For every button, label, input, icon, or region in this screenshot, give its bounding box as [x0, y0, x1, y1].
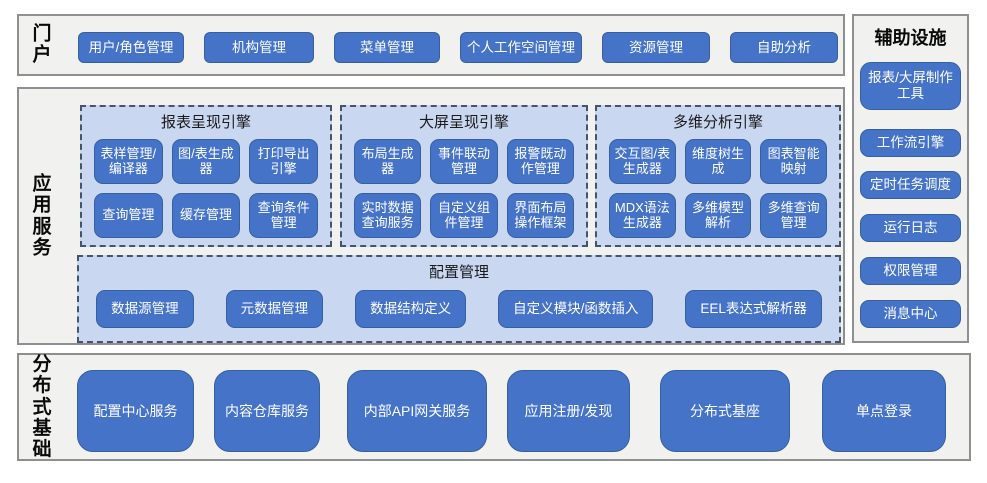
realtime-data-query-service-block: 实时数据查询服务	[354, 193, 422, 238]
panel-block-grid: 布局生成器 事件联动管理 报警既动作管理 实时数据查询服务 自定义组件管理 界面…	[342, 132, 586, 238]
ui-layout-operation-framework-block: 界面布局操作框架	[506, 193, 574, 238]
custom-component-management-block: 自定义组件管理	[430, 193, 498, 238]
multidimensional-analysis-engine-panel: 多维分析引擎 交互图/表生成器 维度树生成 图表智能映射 MDX语法生成器 多维…	[595, 105, 841, 247]
alarm-action-management-block: 报警既动作管理	[506, 139, 574, 184]
report-bigscreen-authoring-tool-block: 报表/大屏制作工具	[860, 62, 961, 110]
chart-smart-mapping-block: 图表智能映射	[760, 139, 827, 184]
user-role-management-block: 用户/角色管理	[78, 32, 184, 63]
data-structure-definition-block: 数据结构定义	[355, 290, 467, 328]
panel-title: 多维分析引擎	[672, 114, 763, 131]
panel-block-grid: 交互图/表生成器 维度树生成 图表智能映射 MDX语法生成器 多维模型解析 多维…	[597, 132, 839, 238]
config-block-row: 数据源管理 元数据管理 数据结构定义 自定义模块/函数插入 EEL表达式解析器	[79, 290, 839, 328]
self-service-analysis-block: 自助分析	[730, 32, 838, 63]
print-export-engine-block: 打印导出引擎	[249, 139, 318, 184]
workflow-engine-block: 工作流引擎	[860, 129, 961, 157]
bigscreen-rendering-engine-panel: 大屏呈现引擎 布局生成器 事件联动管理 报警既动作管理 实时数据查询服务 自定义…	[340, 105, 588, 247]
metadata-management-block: 元数据管理	[225, 290, 324, 328]
config-center-service-block: 配置中心服务	[77, 370, 194, 452]
event-linkage-management-block: 事件联动管理	[430, 139, 498, 184]
scheduled-task-scheduling-block: 定时任务调度	[860, 171, 961, 199]
resource-management-block: 资源管理	[602, 32, 710, 63]
message-center-block: 消息中心	[860, 300, 961, 328]
multidim-query-management-block: 多维查询管理	[760, 193, 827, 238]
portal-block-row: 用户/角色管理 机构管理 菜单管理 个人工作空间管理 资源管理 自助分析	[78, 32, 838, 63]
auxiliary-facilities-section: 辅助设施 报表/大屏制作工具 工作流引擎 定时任务调度 运行日志 权限管理 消息…	[852, 14, 969, 343]
data-source-management-block: 数据源管理	[96, 290, 194, 328]
chart-table-generator-block: 图/表生成器	[171, 139, 241, 184]
menu-management-block: 菜单管理	[334, 32, 440, 63]
query-management-block: 查询管理	[94, 193, 163, 238]
custom-module-function-insert-block: 自定义模块/函数插入	[498, 290, 654, 328]
app-registration-discovery-block: 应用注册/发现	[507, 370, 630, 452]
organization-management-block: 机构管理	[204, 32, 314, 63]
query-condition-management-block: 查询条件管理	[249, 193, 318, 238]
panel-title: 配置管理	[428, 264, 489, 281]
panel-title: 大屏呈现引擎	[418, 114, 509, 131]
cache-management-block: 缓存管理	[171, 193, 241, 238]
run-log-block: 运行日志	[860, 214, 961, 242]
personal-workspace-management-block: 个人工作空间管理	[460, 32, 582, 63]
distributed-base-block: 分布式基座	[660, 370, 790, 452]
multidim-model-parsing-block: 多维模型解析	[684, 193, 752, 238]
app-services-section-label: 应用服务	[32, 173, 52, 259]
auxiliary-facilities-title: 辅助设施	[874, 28, 947, 48]
eel-expression-parser-block: EEL表达式解析器	[685, 290, 822, 328]
config-management-panel: 配置管理 数据源管理 元数据管理 数据结构定义 自定义模块/函数插入 EEL表达…	[77, 255, 841, 343]
dimension-tree-generation-block: 维度树生成	[684, 139, 752, 184]
layout-generator-block: 布局生成器	[354, 139, 422, 184]
content-repository-service-block: 内容仓库服务	[214, 370, 320, 452]
single-sign-on-block: 单点登录	[822, 370, 946, 452]
mdx-syntax-generator-block: MDX语法生成器	[609, 193, 676, 238]
permission-management-block: 权限管理	[860, 257, 961, 285]
distributed-base-section-label: 分布式基础	[32, 353, 52, 460]
panel-block-grid: 表样管理/编译器 图/表生成器 打印导出引擎 查询管理 缓存管理 查询条件管理	[82, 132, 330, 238]
panel-title: 报表呈现引擎	[160, 114, 251, 131]
app-services-section: 应用服务 报表呈现引擎 表样管理/编译器 图/表生成器 打印导出引擎 查询管理 …	[17, 87, 845, 345]
portal-section: 门户 用户/角色管理 机构管理 菜单管理 个人工作空间管理 资源管理 自助分析	[17, 14, 845, 76]
style-management-compiler-block: 表样管理/编译器	[94, 139, 163, 184]
portal-section-label: 门户	[32, 23, 52, 66]
internal-api-gateway-service-block: 内部API网关服务	[347, 370, 487, 452]
interactive-chart-generator-block: 交互图/表生成器	[609, 139, 676, 184]
report-rendering-engine-panel: 报表呈现引擎 表样管理/编译器 图/表生成器 打印导出引擎 查询管理 缓存管理 …	[80, 105, 332, 247]
distributed-base-section: 分布式基础 配置中心服务 内容仓库服务 内部API网关服务 应用注册/发现 分布…	[17, 353, 971, 461]
